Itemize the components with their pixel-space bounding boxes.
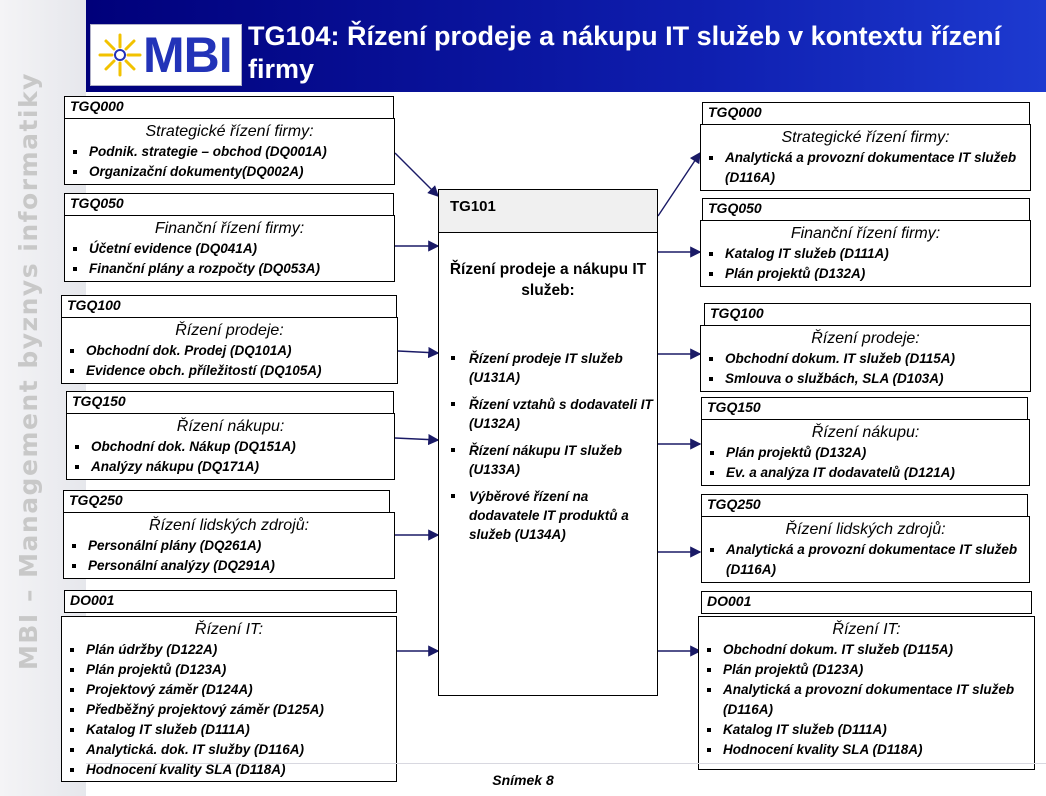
list-item: Projektový záměr (D124A) <box>70 680 396 700</box>
left-tag-tgq250: TGQ250 <box>63 490 390 513</box>
box-heading: Strategické řízení firmy: <box>145 123 314 140</box>
list-item: Personální analýzy (DQ291A) <box>72 556 394 576</box>
list-item: Ev. a analýza IT dodavatelů (D121A) <box>710 463 1029 483</box>
list-item: Analytická a provozní dokumentace IT slu… <box>710 540 1029 580</box>
box-heading: Řízení lidských zdrojů: <box>148 517 310 534</box>
list-item: Katalog IT služeb (D111A) <box>707 720 1034 740</box>
list-item: Evidence obch. příležitostí (DQ105A) <box>70 361 397 381</box>
right-tag-tgq250: TGQ250 <box>701 494 1028 517</box>
footer-divider <box>86 763 1046 764</box>
list-item: Účetní evidence (DQ041A) <box>73 239 394 259</box>
box-heading: Finanční řízení firmy: <box>790 225 941 242</box>
logo-text: MBI <box>143 27 233 83</box>
right-box-purchasing: Řízení nákupu: Plán projektů (D132A) Ev.… <box>701 419 1030 486</box>
right-box-sales: Řízení prodeje: Obchodní dokum. IT služe… <box>700 325 1031 392</box>
left-box-purchasing: Řízení nákupu: Obchodní dok. Nákup (DQ15… <box>66 413 395 480</box>
list-item: Analytická. dok. IT služby (D116A) <box>70 740 396 760</box>
list-item: Smlouva o službách, SLA (D103A) <box>709 369 1030 389</box>
list-item: Plán projektů (D132A) <box>709 264 1030 284</box>
list-item: Řízení vztahů s dodavateli IT (U132A) <box>451 395 657 433</box>
center-tag-tg101: TG101 <box>438 189 658 233</box>
left-box-financial: Finanční řízení firmy: Účetní evidence (… <box>64 215 395 282</box>
list-item: Analytická a provozní dokumentace IT slu… <box>707 680 1034 720</box>
box-heading: Řízení lidských zdrojů: <box>785 521 946 538</box>
page-title: TG104: Řízení prodeje a nákupu IT služeb… <box>248 21 1002 84</box>
list-item: Obchodní dokum. IT služeb (D115A) <box>709 349 1030 369</box>
star-icon <box>98 33 142 77</box>
list-item: Plán projektů (D123A) <box>707 660 1034 680</box>
list-item: Obchodní dok. Nákup (DQ151A) <box>75 437 394 457</box>
left-box-strategic: Strategické řízení firmy: Podnik. strate… <box>64 118 395 185</box>
list-item: Organizační dokumenty(DQ002A) <box>73 162 394 182</box>
box-heading: Řízení nákupu: <box>811 424 920 441</box>
right-box-strategic: Strategické řízení firmy: Analytická a p… <box>700 124 1031 191</box>
list-item: Obchodní dokum. IT služeb (D115A) <box>707 640 1034 660</box>
right-box-it: Řízení IT: Obchodní dokum. IT služeb (D1… <box>698 616 1035 770</box>
left-tag-tgq100: TGQ100 <box>61 295 397 318</box>
list-item: Katalog IT služeb (D111A) <box>709 244 1030 264</box>
box-heading: Řízení nákupu: <box>176 418 285 435</box>
list-item: Finanční plány a rozpočty (DQ053A) <box>73 259 394 279</box>
left-tag-tgq150: TGQ150 <box>66 391 394 414</box>
center-heading: Řízení prodeje a nákupu IT služeb: <box>449 261 647 299</box>
list-item: Řízení nákupu IT služeb (U133A) <box>451 441 657 479</box>
right-tag-tgq150: TGQ150 <box>701 397 1028 420</box>
right-tag-tgq100: TGQ100 <box>704 303 1031 326</box>
side-caption: MBI – Management byznys informatiky <box>14 72 43 670</box>
list-item: Předběžný projektový záměr (D125A) <box>70 700 396 720</box>
left-tag-do001: DO001 <box>64 590 397 613</box>
list-item: Obchodní dok. Prodej (DQ101A) <box>70 341 397 361</box>
box-heading: Řízení IT: <box>832 621 901 638</box>
right-tag-tgq000: TGQ000 <box>702 102 1030 125</box>
box-heading: Řízení prodeje: <box>175 322 284 339</box>
list-item: Plán údržby (D122A) <box>70 640 396 660</box>
box-heading: Řízení prodeje: <box>811 330 920 347</box>
right-tag-tgq050: TGQ050 <box>702 198 1030 221</box>
left-box-hr: Řízení lidských zdrojů: Personální plány… <box>63 512 395 579</box>
list-item: Plán projektů (D132A) <box>710 443 1029 463</box>
list-item: Personální plány (DQ261A) <box>72 536 394 556</box>
list-item: Výběrové řízení na dodavatele IT produkt… <box>451 487 657 544</box>
list-item: Analýzy nákupu (DQ171A) <box>75 457 394 477</box>
box-heading: Řízení IT: <box>194 621 264 638</box>
list-item: Podnik. strategie – obchod (DQ001A) <box>73 142 394 162</box>
list-item: Řízení prodeje IT služeb (U131A) <box>451 349 657 387</box>
center-box: Řízení prodeje a nákupu IT služeb: Řízen… <box>438 232 658 696</box>
title-bar <box>86 0 1046 92</box>
left-tag-tgq000: TGQ000 <box>64 96 394 119</box>
right-tag-do001: DO001 <box>701 591 1032 614</box>
left-tag-tgq050: TGQ050 <box>64 193 394 216</box>
list-item: Hodnocení kvality SLA (D118A) <box>70 760 396 780</box>
box-heading: Strategické řízení firmy: <box>781 129 950 146</box>
list-item: Analytická a provozní dokumentace IT slu… <box>709 148 1030 188</box>
right-box-hr: Řízení lidských zdrojů: Analytická a pro… <box>701 516 1030 583</box>
list-item: Hodnocení kvality SLA (D118A) <box>707 740 1034 760</box>
list-item: Plán projektů (D123A) <box>70 660 396 680</box>
box-heading: Finanční řízení firmy: <box>154 220 305 237</box>
list-item: Katalog IT služeb (D111A) <box>70 720 396 740</box>
left-box-it: Řízení IT: Plán údržby (D122A) Plán proj… <box>61 616 397 782</box>
left-box-sales: Řízení prodeje: Obchodní dok. Prodej (DQ… <box>61 317 398 384</box>
slide-number: Snímek 8 <box>492 772 554 788</box>
mbi-logo: MBI <box>90 24 242 86</box>
right-box-financial: Finanční řízení firmy: Katalog IT služeb… <box>700 220 1031 287</box>
